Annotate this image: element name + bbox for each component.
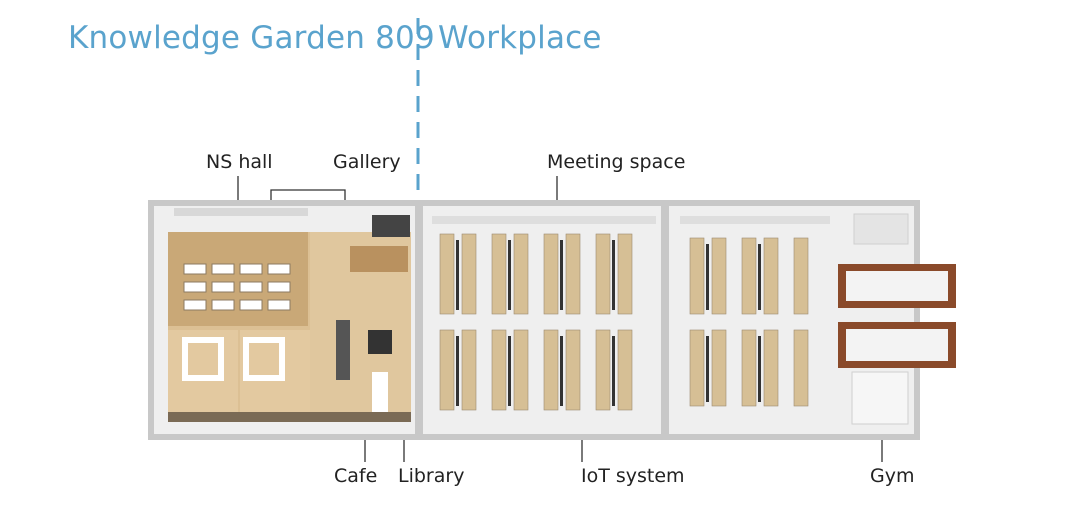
title-workplace: Workplace xyxy=(438,20,602,56)
workplace-desks xyxy=(439,233,809,411)
chair-dots xyxy=(456,240,761,406)
label-library: Library xyxy=(398,465,465,487)
label-iot-system: IoT system xyxy=(581,465,685,487)
label-meeting-space: Meeting space xyxy=(547,151,686,173)
label-gallery: Gallery xyxy=(333,151,401,173)
label-cafe: Cafe xyxy=(334,465,378,487)
title-knowledge-garden: Knowledge Garden 809 xyxy=(68,20,435,56)
label-gym: Gym xyxy=(870,465,915,487)
knowledge-garden-area xyxy=(168,208,411,422)
gym-rooms xyxy=(838,213,956,425)
label-ns-hall: NS hall xyxy=(206,151,273,173)
